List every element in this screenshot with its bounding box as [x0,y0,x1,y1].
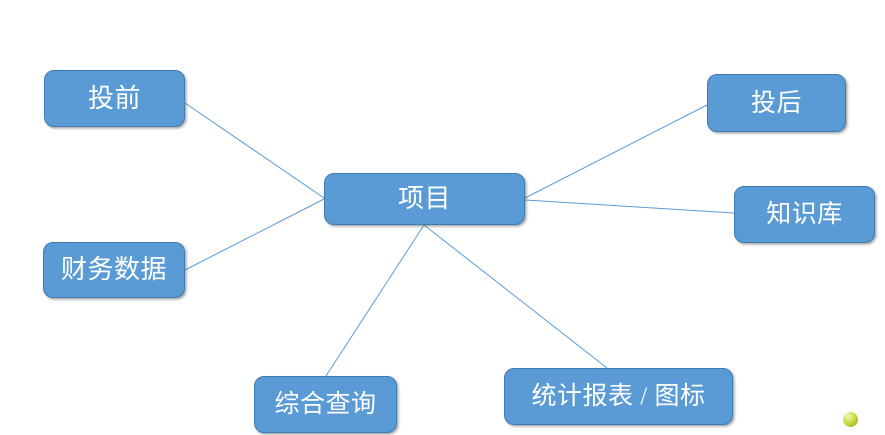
node-comprehensive-query-label: 综合查询 [274,391,377,418]
connector-center-to-report [423,224,608,369]
connector-center-to-query [325,224,425,377]
node-project-center[interactable]: 项目 [324,173,525,225]
connector-center-to-post [524,104,708,199]
node-financial-data[interactable]: 财务数据 [43,242,185,298]
node-post-investment-label: 投后 [750,89,802,117]
node-knowledge-base-label: 知识库 [766,201,843,228]
node-post-investment[interactable]: 投后 [707,74,846,132]
node-statistical-report[interactable]: 统计报表 / 图标 [504,368,733,425]
node-comprehensive-query[interactable]: 综合查询 [254,376,397,433]
node-project-center-label: 项目 [397,184,452,213]
node-pre-investment[interactable]: 投前 [44,70,185,127]
node-financial-data-label: 财务数据 [60,255,168,284]
connector-finance-to-center [184,198,325,271]
node-statistical-report-label: 统计报表 / 图标 [531,383,706,410]
connector-center-to-knowledge [524,199,735,214]
node-pre-investment-label: 投前 [87,83,142,113]
green-sphere-icon [843,412,858,427]
connector-pre-to-center [184,102,325,199]
node-knowledge-base[interactable]: 知识库 [734,186,875,243]
